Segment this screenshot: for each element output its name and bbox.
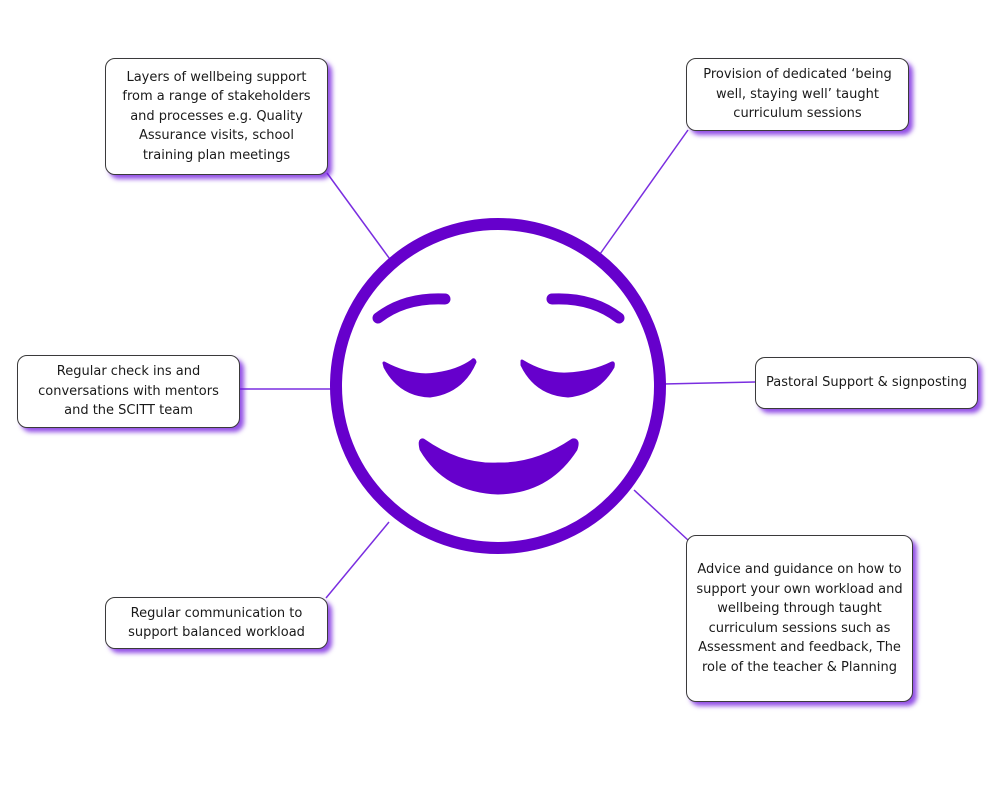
connector-communication xyxy=(325,521,390,599)
node-advice-guidance: Advice and guidance on how to support yo… xyxy=(686,535,913,702)
node-text: Pastoral Support & signposting xyxy=(766,375,967,391)
left-eyebrow xyxy=(372,293,451,324)
node-wellbeing-layers: Layers of wellbeing support from a range… xyxy=(105,58,328,175)
node-text: Layers of wellbeing support from a range… xyxy=(122,69,311,163)
node-taught-sessions: Provision of dedicated ‘being well, stay… xyxy=(686,58,909,131)
connector-pastoral xyxy=(662,381,756,385)
node-communication: Regular communication to support balance… xyxy=(105,597,328,649)
left-closed-eye xyxy=(382,358,477,398)
node-pastoral-support: Pastoral Support & signposting xyxy=(755,357,978,409)
node-text: Provision of dedicated ‘being well, stay… xyxy=(703,67,892,122)
smile-mouth xyxy=(418,438,579,495)
connector-advice xyxy=(633,489,690,542)
face-outline xyxy=(330,218,666,554)
connector-taught-sessions xyxy=(599,129,689,255)
connectors xyxy=(240,129,756,599)
relieved-face-icon xyxy=(330,218,666,554)
node-text: Advice and guidance on how to support yo… xyxy=(696,562,903,675)
right-eyebrow xyxy=(546,293,625,324)
node-text: Regular check ins and conversations with… xyxy=(38,364,219,419)
node-text: Regular communication to support balance… xyxy=(128,605,305,641)
connector-wellbeing-layers xyxy=(326,172,393,263)
right-closed-eye xyxy=(520,359,615,398)
node-check-ins: Regular check ins and conversations with… xyxy=(17,355,240,428)
